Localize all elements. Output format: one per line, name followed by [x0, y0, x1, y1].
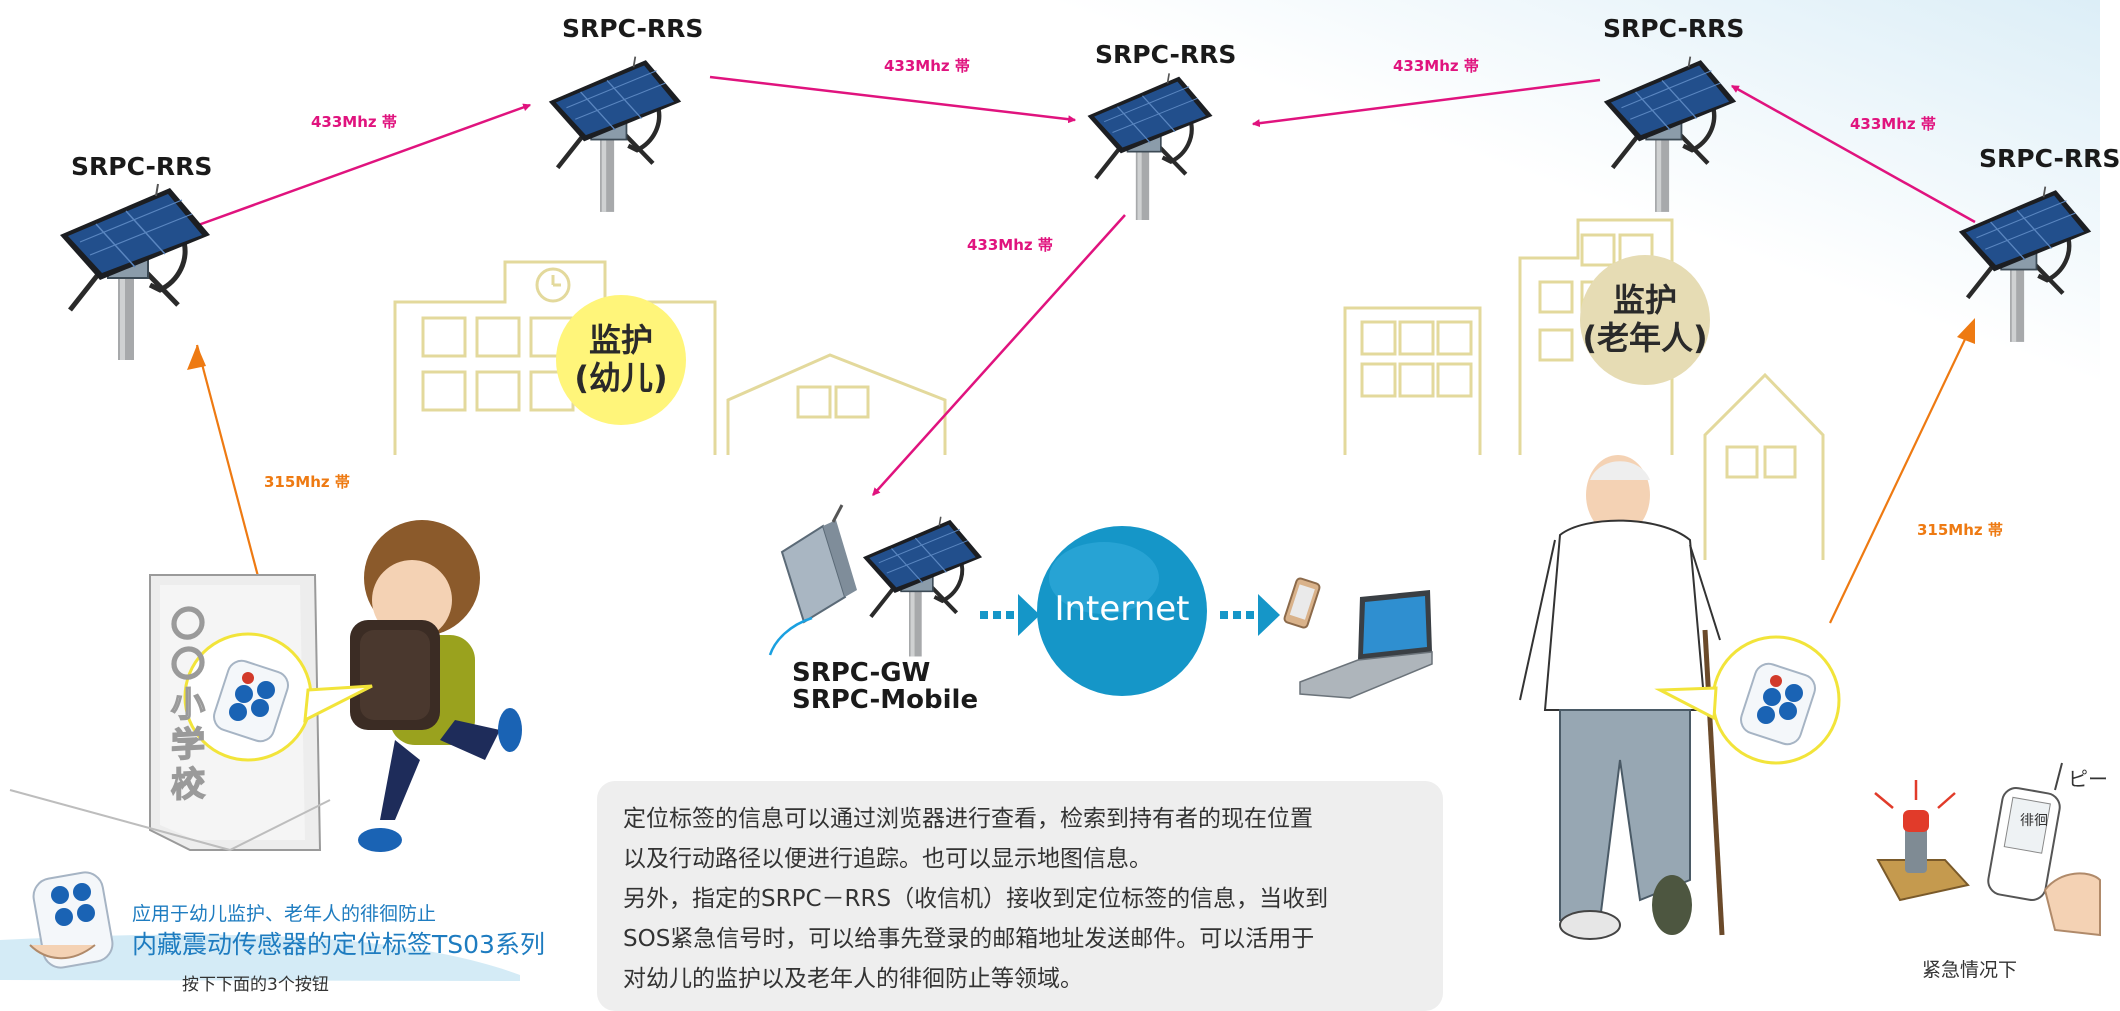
freq-label-433-5: 433Mhz 帯 — [967, 236, 1053, 254]
receiver-icon-5 — [1959, 187, 2091, 342]
kids-bubble-line1: 监护 — [588, 321, 653, 360]
receiver-icon-1 — [60, 184, 210, 360]
elderly-bubble-line2: (老年人) — [1582, 319, 1708, 357]
kids-bubble-line2: (幼儿) — [574, 359, 668, 397]
freq-label-433-2: 433Mhz 帯 — [884, 57, 970, 75]
receiver-label-3: SRPC-RRS — [1095, 40, 1237, 69]
radio-links — [187, 75, 1976, 624]
child-figure — [350, 520, 522, 852]
promo-tag-icon — [29, 871, 114, 969]
receiver-label-2: SRPC-RRS — [562, 14, 704, 43]
gateway-label: SRPC-GW SRPC-Mobile — [792, 658, 979, 716]
description-box: 定位标签的信息可以通过浏览器进行查看，检索到持有者的现在位置 以及行动路径以便进… — [597, 781, 1443, 1011]
receiver-icon-2 — [549, 57, 681, 212]
beep-text: ピー — [2068, 767, 2108, 791]
tag-callout-left — [183, 632, 373, 762]
description-line: 另外，指定的SRPC－RRS（收信机）接收到定位标签的信息，当收到 — [623, 886, 1329, 912]
emergency-caption: 紧急情况下 — [1922, 959, 2018, 981]
freq-label-433-3: 433Mhz 帯 — [1393, 57, 1479, 75]
freq-label-433-1: 433Mhz 帯 — [311, 113, 397, 131]
school-sign-text: 〇〇小学校 — [170, 603, 206, 807]
diagram-artwork — [0, 0, 2101, 981]
description-line: 定位标签的信息可以通过浏览器进行查看，检索到持有者的现在位置 — [623, 806, 1313, 832]
flow-arrows — [980, 594, 1280, 636]
promo-band — [0, 934, 520, 981]
elderly-bubble-line1: 监护 — [1612, 281, 1677, 320]
gateway-label-line1: SRPC-GW — [792, 658, 931, 688]
receiver-label-1: SRPC-RRS — [71, 152, 213, 181]
gateway-label-line2: SRPC-Mobile — [792, 685, 979, 716]
gateway-solar-icon — [863, 517, 982, 657]
promo-note: 按下下面的3个按钮 — [182, 975, 329, 995]
mobile-alert-text: 徘徊 — [2020, 813, 2048, 829]
freq-label-315-1: 315Mhz 帯 — [264, 473, 350, 491]
internet-globe — [1037, 526, 1207, 696]
elderly-figure — [1519, 455, 1725, 940]
description-line: 对幼儿的监护以及老年人的徘徊防止等领域。 — [623, 966, 1083, 992]
freq-label-433-4: 433Mhz 帯 — [1850, 115, 1936, 133]
promo-subtitle: 应用于幼儿监护、老年人的徘徊防止 — [132, 903, 437, 925]
laptop-icon — [1299, 590, 1433, 699]
elderly-monitoring-bubble: 监护 (老年人) — [1580, 255, 1710, 385]
description-line: SOS紧急信号时，可以给事先登录的邮箱地址发送邮件。可以活用于 — [623, 926, 1315, 952]
receiver-label-4: SRPC-RRS — [1603, 14, 1745, 43]
gateway-device-icon — [768, 504, 857, 656]
tag-callout-right — [1654, 635, 1841, 765]
alarm-light-icon — [1874, 780, 1970, 902]
smartphone-icon — [1283, 577, 1321, 629]
mobile-alert-icon — [1987, 762, 2101, 937]
promo-title: 内藏震动传感器的定位标签TS03系列 — [132, 930, 545, 959]
description-line: 以及行动路径以便进行追踪。也可以显示地图信息。 — [623, 846, 1152, 872]
freq-label-315-2: 315Mhz 帯 — [1917, 521, 2003, 539]
internet-label: Internet — [1054, 589, 1190, 629]
receiver-label-5: SRPC-RRS — [1979, 144, 2120, 173]
receiver-icon-3 — [1088, 73, 1213, 220]
kids-monitoring-bubble: 监护 (幼儿) — [556, 295, 686, 425]
school-building — [393, 260, 947, 455]
city-buildings — [1343, 218, 1825, 560]
receiver-icon-4 — [1604, 57, 1736, 212]
